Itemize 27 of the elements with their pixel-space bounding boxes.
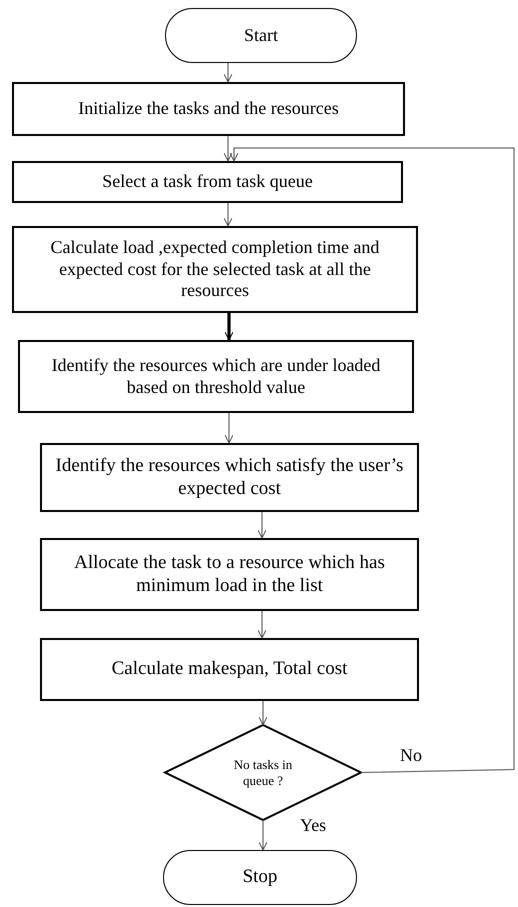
arrow (224, 62, 232, 82)
process-box (18, 340, 414, 413)
process-box (40, 638, 419, 701)
process-box (40, 443, 419, 512)
process-box (12, 226, 418, 313)
node-text: Start (244, 24, 278, 46)
node-text: Allocate the task to a resource which has minimum load in the list (73, 552, 386, 598)
arrow (258, 512, 266, 538)
arrow (258, 700, 268, 726)
arrow (230, 148, 514, 773)
node-text: Initialize the tasks and the resources (78, 98, 339, 120)
node-text: No tasks in queue ? (232, 756, 294, 788)
node-text: Calculate makespan, Total cost (112, 658, 348, 681)
arrow (224, 412, 234, 444)
arrow (224, 202, 232, 226)
node-text: Stop (242, 866, 278, 889)
arrow (258, 610, 266, 638)
arrow (224, 313, 234, 340)
arrow (258, 820, 268, 850)
process-box (12, 82, 405, 136)
process-box (40, 538, 419, 611)
process-box (12, 161, 403, 203)
node-text: Identify the resources which are under loaded based on threshold value (50, 354, 382, 398)
node-text: Select a task from task queue (102, 171, 313, 193)
node-text: Identify the resources which satisfy the user’s expected cost (54, 454, 404, 500)
node-text: Calculate load ,expected completion time and expected cost for the selected task at all the resources (50, 237, 380, 302)
arrow (224, 136, 232, 162)
